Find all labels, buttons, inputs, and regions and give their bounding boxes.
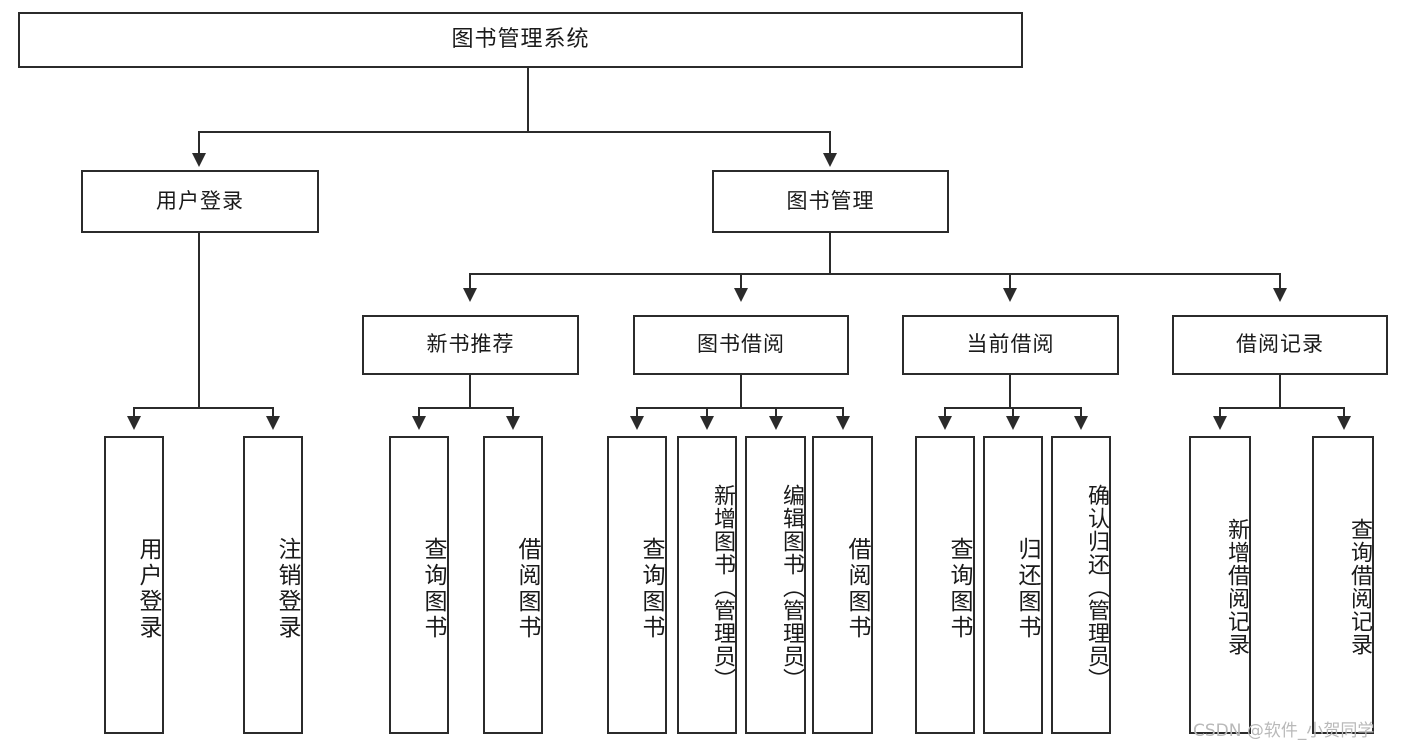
leaf-node[interactable]: 用户登录 (104, 436, 164, 734)
connector-borrow-b2 (706, 407, 708, 418)
arrowhead-current (1003, 288, 1017, 302)
node-book-management[interactable]: 图书管理 (712, 170, 949, 233)
arrowhead-cb-query-books (938, 416, 952, 430)
connector-borrow-bus (636, 407, 843, 409)
node-new-book-recommend[interactable]: 新书推荐 (362, 315, 579, 375)
arrowhead-borrow (734, 288, 748, 302)
connector-userlogin-to-leaf2 (272, 407, 274, 418)
arrowhead-bb-query-books (630, 416, 644, 430)
leaf-node[interactable]: 查询图书 (607, 436, 667, 734)
connector-root-to-user-login (198, 131, 200, 155)
connector-records-b1 (1219, 407, 1221, 418)
node-root-system[interactable]: 图书管理系统 (18, 12, 1023, 68)
arrowhead-br-add-record (1213, 416, 1227, 430)
connector-records-bus (1219, 407, 1344, 409)
leaf-node[interactable]: 新增图书（管理员） (677, 436, 737, 734)
arrowhead-newbooks (463, 288, 477, 302)
connector-bookmgmt-to-records (1279, 273, 1281, 290)
arrowhead-user-login (192, 153, 206, 167)
connector-borrow-b1 (636, 407, 638, 418)
arrowhead-cb-confirm-return (1074, 416, 1088, 430)
connector-userlogin-bus (133, 407, 273, 409)
arrowhead-records (1273, 288, 1287, 302)
arrowhead-book-mgmt (823, 153, 837, 167)
leaf-node[interactable]: 查询图书 (389, 436, 449, 734)
node-borrow-records[interactable]: 借阅记录 (1172, 315, 1388, 375)
connector-root-bus (198, 131, 830, 133)
connector-root-stem (527, 68, 529, 132)
connector-current-stem (1009, 375, 1011, 408)
arrowhead-bb-add-book (700, 416, 714, 430)
connector-borrow-b4 (842, 407, 844, 418)
connector-bookmgmt-stem (829, 233, 831, 274)
connector-bookmgmt-to-current (1009, 273, 1011, 290)
connector-userlogin-to-leaf1 (133, 407, 135, 418)
arrowhead-leaf-user-login (127, 416, 141, 430)
connector-newbooks-b1 (418, 407, 420, 418)
arrowhead-nb-query-books (412, 416, 426, 430)
connector-current-b1 (944, 407, 946, 418)
connector-borrow-stem (740, 375, 742, 408)
connector-bookmgmt-bus (469, 273, 1279, 275)
node-user-login[interactable]: 用户登录 (81, 170, 319, 233)
arrowhead-br-query-record (1337, 416, 1351, 430)
leaf-node[interactable]: 查询借阅记录 (1312, 436, 1374, 734)
node-book-borrow[interactable]: 图书借阅 (633, 315, 849, 375)
connector-records-stem (1279, 375, 1281, 408)
connector-bookmgmt-to-borrow (740, 273, 742, 290)
csdn-watermark: CSDN @软件_小贺同学 (1193, 721, 1375, 741)
connector-records-b2 (1343, 407, 1345, 418)
connector-root-to-book-mgmt (829, 131, 831, 155)
leaf-node[interactable]: 编辑图书（管理员） (745, 436, 806, 734)
arrowhead-leaf-logout (266, 416, 280, 430)
connector-newbooks-bus (418, 407, 513, 409)
connector-borrow-b3 (775, 407, 777, 418)
connector-userlogin-stem (198, 233, 200, 408)
arrowhead-cb-return-book (1006, 416, 1020, 430)
leaf-node[interactable]: 归还图书 (983, 436, 1043, 734)
arrowhead-bb-borrow-book (836, 416, 850, 430)
leaf-node[interactable]: 新增借阅记录 (1189, 436, 1251, 734)
leaf-node[interactable]: 注销登录 (243, 436, 303, 734)
node-current-borrow[interactable]: 当前借阅 (902, 315, 1119, 375)
connector-newbooks-stem (469, 375, 471, 408)
leaf-node[interactable]: 借阅图书 (483, 436, 543, 734)
connector-bookmgmt-to-newbooks (469, 273, 471, 290)
leaf-node[interactable]: 查询图书 (915, 436, 975, 734)
arrowhead-bb-edit-book (769, 416, 783, 430)
connector-current-b3 (1080, 407, 1082, 418)
arrowhead-nb-borrow-books (506, 416, 520, 430)
leaf-node[interactable]: 借阅图书 (812, 436, 873, 734)
connector-newbooks-b2 (512, 407, 514, 418)
connector-current-b2 (1012, 407, 1014, 418)
leaf-node[interactable]: 确认归还（管理员） (1051, 436, 1111, 734)
